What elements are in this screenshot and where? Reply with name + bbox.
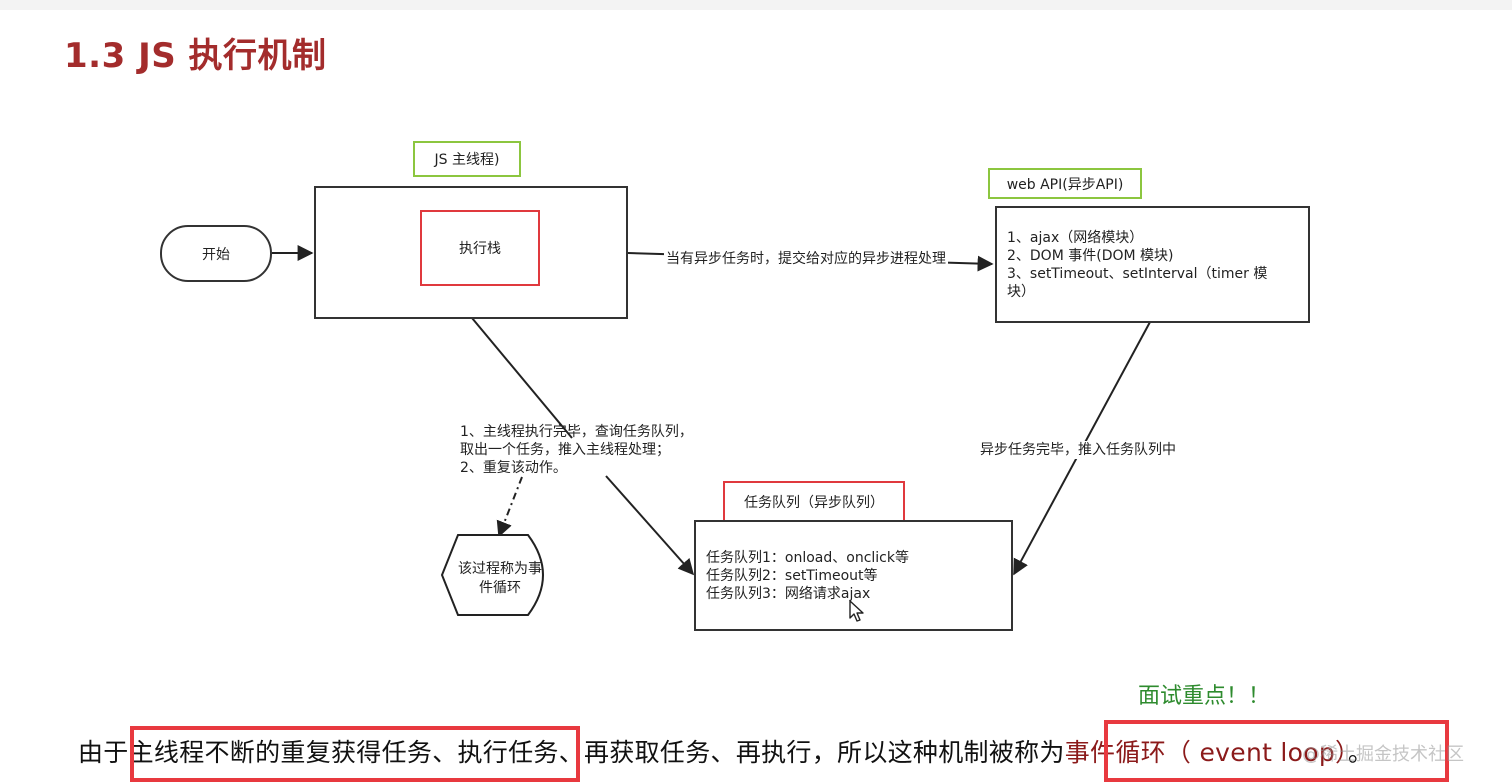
main-thread-note-1: 1、主线程执行完毕，查询任务队列， (460, 424, 693, 440)
webapi-line-3: 3、setTimeout、setInterval（timer 模 (1007, 266, 1268, 282)
sentence-prefix: 由于 (78, 738, 129, 767)
main-thread-note-2: 取出一个任务，推入主线程处理； (460, 442, 670, 458)
edge-label-main-to-webapi: 当有异步任务时，提交给对应的异步进程处理 (664, 250, 948, 268)
loop-node-label: 该过程称为事件循环 (458, 561, 542, 596)
webapi-line-2: 2、DOM 事件(DOM 模块) (1007, 248, 1174, 264)
top-strip (0, 0, 1512, 10)
queue-label: 任务队列（异步队列） (723, 481, 905, 522)
main-thread-box (314, 186, 628, 319)
main-thread-note-3: 2、重复该动作。 (460, 460, 567, 476)
loop-node-shape (440, 534, 544, 616)
edge-label-webapi-to-queue: 异步任务完毕，推入任务队列中 (978, 441, 1178, 459)
mouse-cursor-icon (849, 600, 864, 622)
webapi-label: web API(异步API) (988, 168, 1142, 199)
start-node: 开始 (160, 225, 272, 282)
sentence-middle: 、再获取任务、再执行，所以这种机制被称为 (558, 738, 1065, 767)
bottom-sentence: 由于主线程不断的重复获得任务、执行任务、再获取任务、再执行，所以这种机制被称为事… (78, 733, 1373, 769)
exec-stack-box: 执行栈 (420, 210, 540, 286)
queue-line-1: 任务队列1：onload、onclick等 (706, 550, 909, 566)
queue-line-2: 任务队列2：setTimeout等 (706, 568, 878, 584)
highlight-box-event-loop (1104, 720, 1449, 782)
sentence-highlight-1: 主线程不断的重复获得任务、执行任务 (128, 738, 559, 767)
edge-notes-to-loop (496, 476, 523, 538)
sentence-highlight-2: 事件循环（ event loop） (1064, 738, 1348, 767)
webapi-line-4: 块） (1007, 284, 1035, 300)
edge-main-to-queue-upper (471, 317, 573, 439)
main-thread-label: JS 主线程) (413, 141, 521, 177)
edge-main-to-queue-lower (605, 475, 695, 576)
queue-line-3: 任务队列3：网络请求ajax (706, 586, 871, 602)
sentence-suffix: 。 (1347, 738, 1374, 767)
highlight-box-main-thread (130, 726, 580, 782)
webapi-line-1: 1、ajax（网络模块） (1007, 230, 1144, 246)
webapi-box (995, 206, 1310, 323)
watermark: @稀土掘金技术社区 (1302, 744, 1464, 765)
interview-note: 面试重点！！ (1138, 684, 1271, 709)
slide-title: 1.3 JS 执行机制 (64, 36, 327, 76)
